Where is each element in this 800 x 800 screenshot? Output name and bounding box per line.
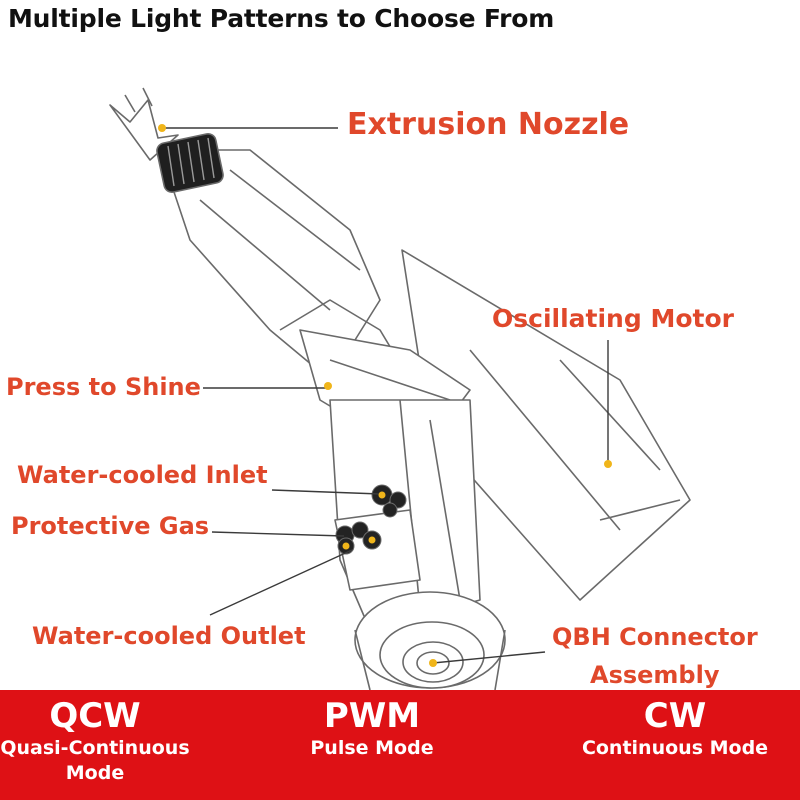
mode-pwm: PWM Pulse Mode [272,690,472,761]
page-title: Multiple Light Patterns to Choose From [8,4,555,33]
mode-pwm-abbr: PWM [323,696,421,736]
mode-cw-abbr: CW [643,696,707,736]
leader-water-inlet [271,489,381,495]
mode-qcw: QCW Quasi-Continuous Mode [0,690,190,786]
dot-oscillating-motor [604,460,612,468]
dot-extrusion-nozzle [158,124,166,132]
dot-qbh-connector [429,659,437,667]
dot-press-to-shine [324,382,332,390]
callout-protective-gas: Protective Gas [11,512,210,540]
dot-protective-gas-2 [368,536,376,544]
mode-qcw-desc-line1: Quasi-Continuous [0,737,190,759]
callout-press-to-shine: Press to Shine [6,373,201,401]
leader-qbh-connector [432,651,546,664]
leader-water-outlet [209,549,353,616]
mode-qcw-abbr: QCW [49,696,141,736]
dot-water-inlet [378,491,386,499]
mode-cw-desc: Continuous Mode [581,737,769,759]
callout-qbh-assembly: Assembly [590,661,720,689]
mode-cw: CW Continuous Mode [560,690,790,761]
leader-protective-gas [211,531,345,537]
callout-water-cooled-inlet: Water-cooled Inlet [17,461,268,489]
callout-extrusion-nozzle: Extrusion Nozzle [347,107,630,142]
callout-oscillating-motor: Oscillating Motor [492,304,734,333]
callout-water-cooled-outlet: Water-cooled Outlet [32,622,306,650]
knurled-nut [156,132,224,194]
dot-protective-gas [342,542,350,550]
callout-qbh-connector: QBH Connector [552,623,758,651]
mode-pwm-desc: Pulse Mode [310,737,434,759]
mode-qcw-desc-line2: Mode [65,762,125,784]
light-mode-band: QCW Quasi-Continuous Mode PWM Pulse Mode… [0,690,800,800]
